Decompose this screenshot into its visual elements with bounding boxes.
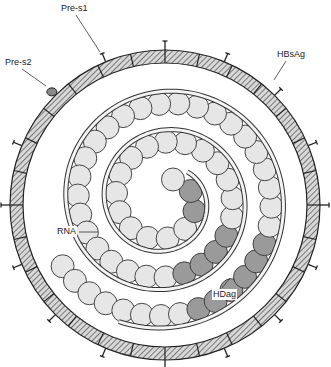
shell-divider	[68, 84, 76, 94]
shell-divider	[25, 267, 37, 273]
surface-spike	[13, 264, 21, 267]
surface-spike	[13, 142, 21, 145]
leader-line	[79, 232, 98, 233]
hdag-protein	[161, 168, 184, 191]
rna-strand-fill	[66, 91, 284, 328]
surface-spike	[102, 53, 105, 61]
shell-divider	[164, 50, 165, 63]
shell-divider	[307, 204, 320, 205]
spike-tip	[100, 356, 105, 358]
envelope-shell	[1, 41, 329, 367]
leader-line	[222, 278, 230, 288]
nucleocapsid	[51, 91, 283, 328]
shell-divider	[14, 171, 27, 174]
part-label: HBsAg	[276, 49, 306, 60]
surface-spike	[49, 315, 55, 321]
spike-tip	[279, 87, 283, 91]
part-label: HDag	[212, 289, 237, 300]
leader-line	[22, 69, 46, 86]
surface-spike	[275, 89, 281, 95]
rna-strand	[66, 91, 284, 328]
surface-spike	[224, 53, 227, 61]
shell-divider	[293, 138, 305, 144]
shell-divider	[10, 204, 23, 205]
surface-spike	[308, 142, 316, 145]
leader-line	[76, 15, 100, 52]
label-text: HBsAg	[277, 49, 305, 59]
leader-line	[274, 61, 286, 80]
label-text: HDag	[213, 289, 236, 299]
spike-tip	[13, 140, 15, 145]
shell-divider	[14, 237, 27, 240]
shell-divider	[25, 138, 37, 144]
leader-lines	[22, 15, 286, 288]
surface-spike	[164, 360, 165, 367]
shell-divider	[131, 343, 134, 356]
spike-tip	[0, 203, 1, 208]
spike-tip	[13, 265, 15, 270]
label-text: Pre-s1	[61, 3, 88, 13]
shell-divider	[276, 108, 286, 116]
spike-tip	[100, 53, 105, 55]
shell-divider	[197, 343, 200, 356]
surface-spike	[308, 264, 316, 267]
envelope-ring	[10, 50, 320, 360]
shell-divider	[276, 294, 286, 302]
shell-divider	[254, 316, 262, 326]
spike-tip	[316, 140, 318, 145]
shell-divider	[227, 65, 233, 77]
label-text: RNA	[57, 226, 76, 236]
surface-spike	[275, 315, 281, 321]
shell-divider	[131, 54, 134, 67]
shell-divider	[227, 333, 233, 345]
surface-spike	[164, 41, 165, 50]
spike-tip	[225, 53, 230, 55]
surface-spike	[102, 348, 105, 356]
shell-divider	[303, 171, 316, 174]
spike-tip	[279, 319, 283, 323]
shell-divider	[44, 294, 54, 302]
shell-divider	[44, 108, 54, 116]
shell-divider	[98, 65, 104, 77]
part-label: RNA	[56, 226, 77, 237]
part-label: Pre-s2	[4, 57, 33, 68]
pre-s2-protein	[47, 88, 57, 96]
surface-spike	[224, 348, 227, 356]
shell-divider	[197, 54, 200, 67]
spike-tip	[47, 319, 51, 323]
label-text: Pre-s2	[5, 57, 32, 67]
spike-tip	[163, 40, 168, 41]
shell-divider	[98, 333, 104, 345]
spike-tip	[316, 265, 318, 270]
spike-tip	[225, 356, 230, 358]
spike-tip	[328, 203, 329, 208]
shell-divider	[68, 316, 76, 326]
surface-spike	[320, 204, 329, 205]
part-label: Pre-s1	[60, 3, 89, 14]
shell-divider	[303, 237, 316, 240]
shell-divider	[254, 84, 262, 94]
shell-divider	[164, 347, 165, 360]
shell-divider	[293, 267, 305, 273]
surface-spike	[1, 204, 10, 205]
